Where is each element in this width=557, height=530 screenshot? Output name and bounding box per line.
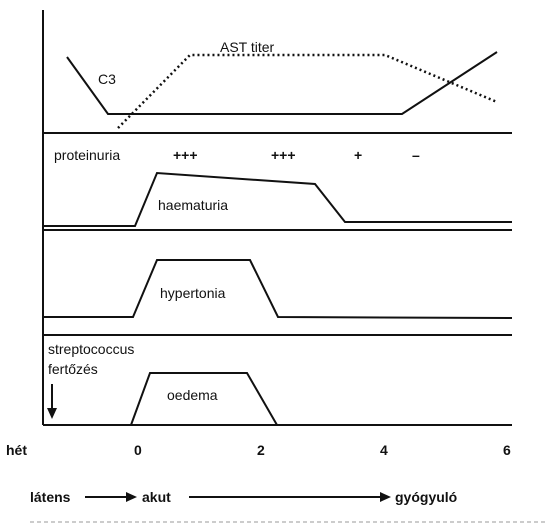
haematuria-curve: [43, 171, 512, 227]
phase-arrow-2-head: [380, 492, 391, 502]
proteinuria-level-1: +++: [173, 147, 198, 163]
proteinuria-level-2: +++: [271, 147, 296, 163]
proteinuria-level-4: –: [412, 147, 420, 163]
hypertonia-label: hypertonia: [160, 285, 226, 301]
phase-acute-label: akut: [142, 489, 171, 505]
c3-label: C3: [98, 71, 116, 87]
ast-titer-label: AST titer: [220, 39, 275, 55]
axis-tick-0: 0: [134, 442, 142, 458]
oedema-curve: [130, 372, 278, 426]
oedema-label: oedema: [167, 387, 218, 403]
hypertonia-curve: [43, 259, 513, 319]
strepto-arrow-head: [47, 408, 57, 419]
phase-recovery-label: gyógyuló: [395, 489, 457, 505]
strepto-label-line1: streptococcus: [48, 341, 134, 357]
ast-titer-curve: [117, 53, 498, 129]
proteinuria-label: proteinuria: [54, 147, 120, 163]
strepto-label-line2: fertőzés: [48, 361, 98, 377]
axis-tick-2: 2: [257, 442, 265, 458]
haematuria-label: haematuria: [158, 197, 228, 213]
proteinuria-level-3: +: [354, 147, 362, 163]
axis-tick-6: 6: [503, 442, 511, 458]
axis-tick-4: 4: [380, 442, 388, 458]
c3-curve: [66, 51, 498, 115]
phase-latent-label: látens: [30, 489, 71, 505]
axis-unit-label: hét: [6, 442, 27, 458]
phase-arrow-1-head: [126, 492, 137, 502]
